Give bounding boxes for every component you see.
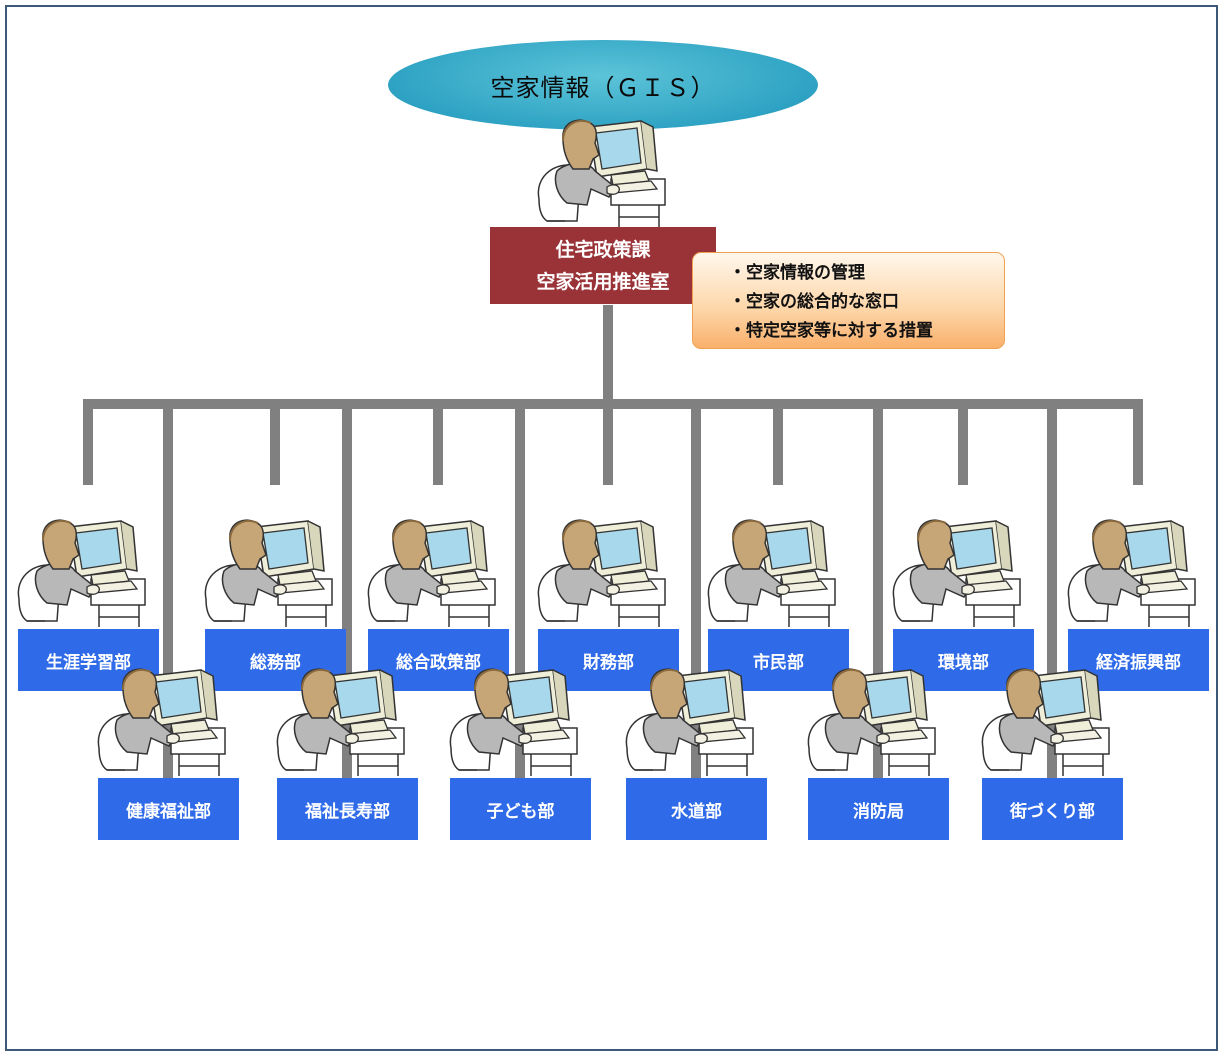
department-label: 市民部 <box>753 652 804 673</box>
workstation-icon <box>200 513 340 631</box>
workstation-icon <box>703 513 843 631</box>
department-box: 生涯学習部 <box>18 629 159 691</box>
person-at-computer-icon <box>537 519 666 627</box>
duty-item: ・特定空家等に対する措置 <box>729 321 933 341</box>
connector-line <box>433 404 443 485</box>
connector-line <box>342 404 352 810</box>
connector-line <box>1133 404 1143 485</box>
department-box: 健康福祉部 <box>98 778 239 840</box>
department-label: 子ども部 <box>486 801 555 822</box>
department-label: 経済振興部 <box>1096 652 1181 673</box>
housing-policy-box: 住宅政策課 空家活用推進室 <box>490 227 716 304</box>
duty-item: ・空家情報の管理 <box>729 263 865 283</box>
person-at-computer-icon <box>17 519 146 627</box>
person-at-computer-icon <box>367 519 496 627</box>
duty-item: ・空家の総合的な窓口 <box>729 292 899 312</box>
department-label: 総合政策部 <box>396 652 481 673</box>
workstation-icon <box>533 113 673 231</box>
person-at-computer-icon <box>1067 519 1196 627</box>
connector-line <box>773 404 783 485</box>
person-at-computer-icon <box>892 519 1021 627</box>
department-box: 市民部 <box>708 629 849 691</box>
workstation-icon <box>363 513 503 631</box>
department-label: 福祉長寿部 <box>305 801 390 822</box>
workstation-icon <box>445 662 585 780</box>
department-label: 消防局 <box>853 801 904 822</box>
workstation-icon <box>621 662 761 780</box>
workstation-icon <box>888 513 1028 631</box>
person-at-computer-icon <box>276 668 405 776</box>
department-box: 街づくり部 <box>982 778 1123 840</box>
connector-line <box>603 305 613 409</box>
person-at-computer-icon <box>537 119 666 227</box>
department-label: 健康福祉部 <box>126 801 211 822</box>
connector-line <box>163 404 173 810</box>
gis-ellipse: 空家情報（ＧＩＳ） <box>388 40 818 130</box>
department-label: 水道部 <box>671 801 722 822</box>
workstation-icon <box>803 662 943 780</box>
department-label: 生涯学習部 <box>46 652 131 673</box>
workstation-icon <box>272 662 412 780</box>
department-box: 福祉長寿部 <box>277 778 418 840</box>
department-label: 財務部 <box>583 652 634 673</box>
department-label: 街づくり部 <box>1010 801 1095 822</box>
workstation-icon <box>93 662 233 780</box>
connector-line <box>873 404 883 810</box>
person-at-computer-icon <box>449 668 578 776</box>
center-box-line2: 空家活用推進室 <box>536 270 670 293</box>
connector-line <box>603 404 613 485</box>
gis-label: 空家情報（ＧＩＳ） <box>490 73 716 102</box>
connector-line <box>270 404 280 485</box>
department-box: 消防局 <box>808 778 949 840</box>
workstation-icon <box>533 513 673 631</box>
person-at-computer-icon <box>707 519 836 627</box>
workstation-icon <box>977 662 1117 780</box>
person-at-computer-icon <box>807 668 936 776</box>
person-at-computer-icon <box>204 519 333 627</box>
connector-line <box>1047 404 1057 810</box>
diagram-frame <box>5 5 1218 1051</box>
connector-line <box>83 404 93 485</box>
workstation-icon <box>13 513 153 631</box>
connector-line <box>958 404 968 485</box>
duties-callout: ・空家情報の管理 ・空家の総合的な窓口 ・特定空家等に対する措置 <box>692 252 1005 349</box>
connector-line <box>515 404 525 810</box>
center-box-line1: 住宅政策課 <box>555 238 651 261</box>
department-label: 総務部 <box>250 652 301 673</box>
department-box: 水道部 <box>626 778 767 840</box>
person-at-computer-icon <box>97 668 226 776</box>
department-label: 環境部 <box>938 652 989 673</box>
department-box: 子ども部 <box>450 778 591 840</box>
person-at-computer-icon <box>981 668 1110 776</box>
workstation-icon <box>1063 513 1203 631</box>
person-at-computer-icon <box>625 668 754 776</box>
connector-line <box>691 404 701 810</box>
